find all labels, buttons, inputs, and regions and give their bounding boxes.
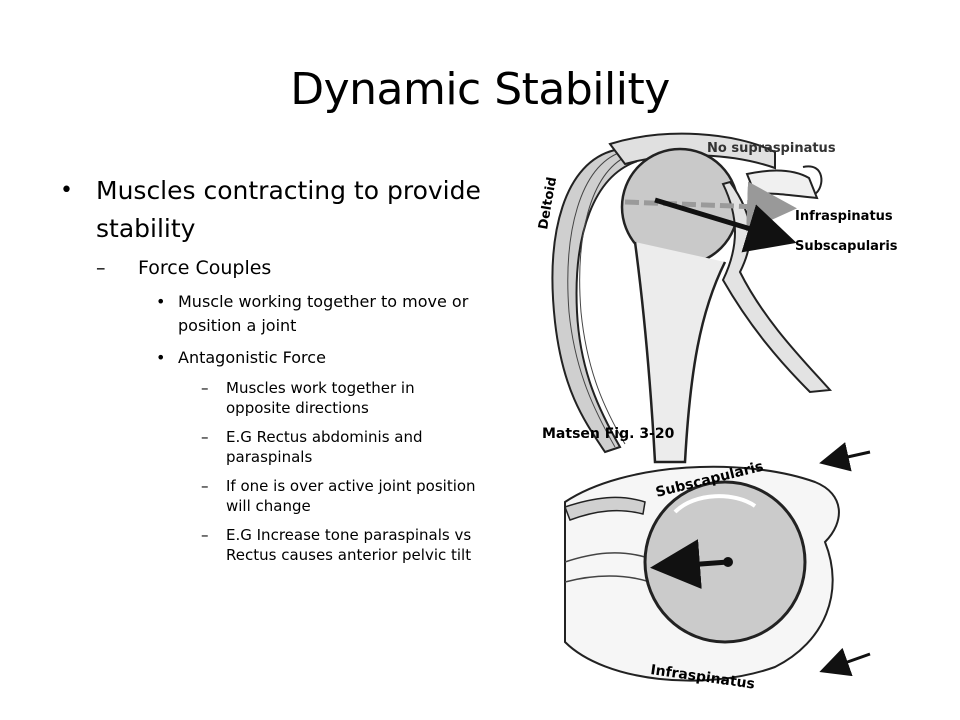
- bullet-dash-icon: –: [201, 477, 209, 495]
- bullet-dash-icon: –: [201, 379, 209, 397]
- bullet-item-level1: • Muscles contracting to provide stabili…: [56, 172, 486, 248]
- bullet-text: E.G Rectus abdominis and paraspinals: [226, 428, 423, 466]
- bullet-item-level2: – Force Couples: [56, 254, 486, 282]
- bullet-text: Force Couples: [138, 257, 272, 279]
- bullet-item-level4: – If one is over active joint position w…: [56, 476, 476, 516]
- bullet-item-level4: – E.G Increase tone paraspinals vs Rectu…: [56, 525, 476, 565]
- bottom-shoulder-illustration: Subscapularis Infraspinatus: [564, 442, 871, 693]
- bullet-item-level3: • Antagonistic Force: [56, 346, 478, 370]
- bullet-item-level3: • Muscle working together to move or pos…: [56, 290, 478, 338]
- bullet-text: Muscles work together in opposite direct…: [226, 379, 415, 417]
- label-no-supraspinatus: No supraspinatus: [707, 141, 836, 156]
- bullet-dash-icon: –: [201, 526, 209, 544]
- bullet-item-level4: – Muscles work together in opposite dire…: [56, 378, 476, 418]
- label-deltoid: Deltoid: [536, 176, 560, 231]
- bullet-text: If one is over active joint position wil…: [226, 477, 476, 515]
- bullet-dot-icon: •: [60, 178, 73, 203]
- bullet-dash-icon: –: [201, 428, 209, 446]
- label-infraspinatus-top: Infraspinatus: [795, 209, 893, 224]
- label-subscapularis-top: Subscapularis: [795, 239, 898, 254]
- bullet-dot-icon: •: [156, 348, 166, 367]
- bullet-item-level4: – E.G Rectus abdominis and paraspinals: [56, 427, 476, 467]
- shoulder-diagram: Deltoid No supraspinatus Infraspinatus S…: [536, 132, 898, 693]
- top-shoulder-illustration: Deltoid No supraspinatus Infraspinatus S…: [536, 132, 898, 464]
- figure-caption: Matsen Fig. 3-20: [542, 426, 675, 442]
- bullet-dot-icon: •: [156, 292, 166, 311]
- slide-title: Dynamic Stability: [290, 64, 670, 115]
- bullet-text: E.G Increase tone paraspinals vs Rectus …: [226, 526, 472, 564]
- bullet-dash-icon: –: [96, 257, 106, 279]
- bullet-text: Muscles contracting to provide stability: [96, 176, 481, 243]
- bullet-text: Antagonistic Force: [178, 348, 326, 367]
- bullet-list: • Muscles contracting to provide stabili…: [56, 172, 486, 574]
- bullet-text: Muscle working together to move or posit…: [178, 292, 469, 335]
